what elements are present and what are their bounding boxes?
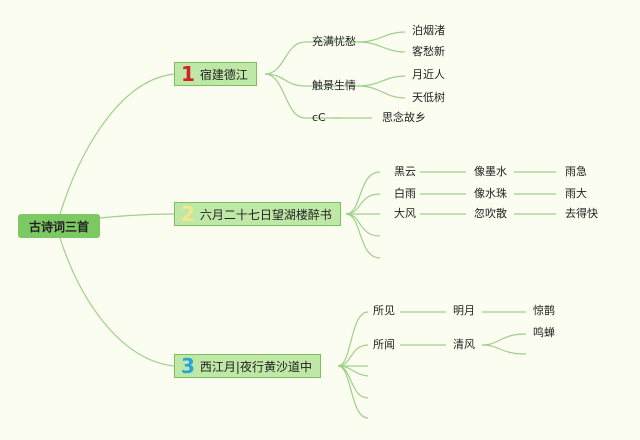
root-node[interactable]: 古诗词三首 xyxy=(18,214,100,238)
branch-node-3[interactable]: 3 西江月|夜行黄沙道中 xyxy=(174,354,321,378)
node-ke-chou-xin[interactable]: 客愁新 xyxy=(412,45,445,58)
link-root-b1 xyxy=(59,73,175,215)
node-suo-jian[interactable]: 所见 xyxy=(373,304,395,317)
node-da-feng[interactable]: 大风 xyxy=(394,207,416,220)
node-cc[interactable]: cC xyxy=(312,111,326,124)
node-chongman-youchou[interactable]: 充满忧愁 xyxy=(312,35,356,48)
link-root-b3 xyxy=(59,237,175,367)
link-b1-l3a xyxy=(357,31,406,43)
link-b1-l3b xyxy=(357,41,406,53)
branch-node-1[interactable]: 1 宿建德江 xyxy=(174,62,257,86)
node-bai-yu[interactable]: 白雨 xyxy=(394,187,416,200)
node-jing-que[interactable]: 惊鹊 xyxy=(533,304,555,317)
node-hei-yun[interactable]: 黑云 xyxy=(394,165,416,178)
branch-number-3: 3 xyxy=(181,354,195,378)
node-xiang-shuizhu[interactable]: 像水珠 xyxy=(474,187,507,200)
node-ming-chan[interactable]: 鸣蝉 xyxy=(533,326,555,339)
node-sinian-guxiang[interactable]: 思念故乡 xyxy=(382,111,426,124)
branch-number-1: 1 xyxy=(181,62,195,86)
node-hu-chuisan[interactable]: 忽吹散 xyxy=(474,207,507,220)
node-yu-da[interactable]: 雨大 xyxy=(565,187,587,200)
node-ming-yue[interactable]: 明月 xyxy=(453,304,475,317)
node-yue-jin-ren[interactable]: 月近人 xyxy=(412,68,445,81)
node-qu-de-kuai[interactable]: 去得快 xyxy=(565,207,598,220)
node-chujing-shengqing[interactable]: 触景生情 xyxy=(312,79,356,92)
link-b1-l2c xyxy=(264,73,306,119)
branch-title-1: 宿建德江 xyxy=(199,67,248,82)
node-yu-ji[interactable]: 雨急 xyxy=(565,165,587,178)
branch-number-2: 2 xyxy=(181,202,195,226)
node-qing-feng[interactable]: 清风 xyxy=(453,338,475,351)
branch-title-2: 六月二十七日望湖楼醉书 xyxy=(199,207,332,222)
link-b1-l3d xyxy=(357,85,406,99)
branch-title-3: 西江月|夜行黄沙道中 xyxy=(199,359,312,374)
link-b1-l3c xyxy=(357,75,406,87)
node-tian-di-shu[interactable]: 天低树 xyxy=(412,91,445,104)
node-suo-wen[interactable]: 所闻 xyxy=(373,338,395,351)
node-xiang-moshui[interactable]: 像墨水 xyxy=(474,165,507,178)
link-root-b2 xyxy=(99,213,175,219)
node-bo-yan-zhu[interactable]: 泊烟渚 xyxy=(412,24,445,37)
branch-node-2[interactable]: 2 六月二十七日望湖楼醉书 xyxy=(174,202,341,226)
link-b1-l2a xyxy=(264,41,306,75)
